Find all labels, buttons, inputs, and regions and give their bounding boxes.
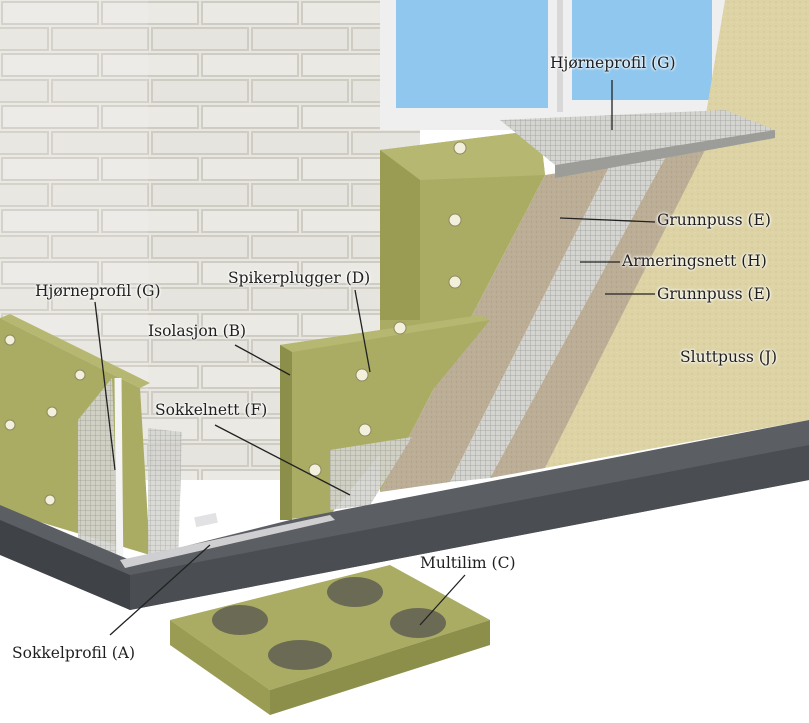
label-adhesive: Multilim (C) (420, 554, 516, 572)
window-glass-left (396, 0, 548, 108)
nail-plugs (4, 141, 467, 506)
window-sill-corner-profile (500, 110, 775, 165)
label-finish-render: Sluttpuss (J) (680, 348, 778, 366)
base-render-outer (490, 150, 705, 478)
adhesive-dabs (212, 577, 446, 670)
base-mesh-patch (330, 437, 412, 510)
leader-lines (94, 80, 656, 636)
loose-insulation-slab (170, 565, 490, 690)
reinforcement-mesh-layer (450, 158, 665, 482)
label-base-render-2: Grunnpuss (E) (657, 285, 771, 303)
window-glass-right (572, 0, 712, 100)
label-base-mesh: Sokkelnett (F) (155, 401, 268, 419)
label-insulation: Isolasjon (B) (148, 322, 247, 340)
label-corner-profile-top: Hjørneprofil (G) (550, 54, 676, 72)
label-corner-profile-left: Hjørneprofil (G) (35, 282, 161, 300)
label-nail-plugs: Spikerplugger (D) (228, 269, 371, 287)
label-base-profile: Sokkelprofil (A) (12, 644, 136, 662)
base-render-inner (380, 165, 610, 492)
label-reinforcement-mesh: Armeringsnett (H) (622, 252, 767, 270)
label-base-render-1: Grunnpuss (E) (657, 211, 771, 229)
base-profile-rail (120, 515, 335, 568)
